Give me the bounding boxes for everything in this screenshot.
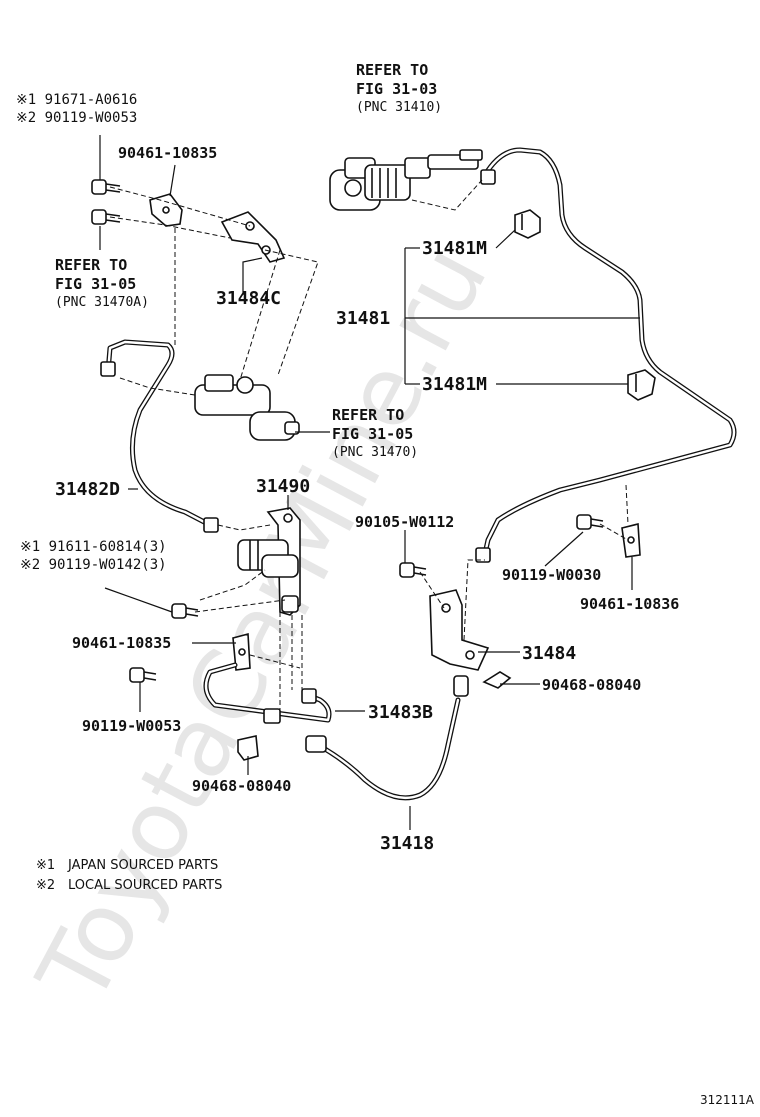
bolt-mid-lower: [129, 667, 157, 683]
hose-31418: [305, 675, 469, 801]
ref-31-05a-line3: (PNC 31470A): [55, 295, 149, 310]
label-31483b: 31483B: [368, 702, 433, 723]
bolt-top-1: [91, 179, 121, 195]
leader-lines: [99, 135, 640, 830]
label-90119-w0030: 90119-W0030: [502, 566, 601, 584]
label-90468-08040-left: 90468-08040: [192, 777, 291, 795]
label-91611-60814: ※1 91611-60814(3): [20, 539, 167, 555]
ref-31-05-line3: (PNC 31470): [332, 445, 418, 460]
label-31484c: 31484C: [216, 288, 281, 309]
bolt-90119-w0030: [576, 514, 604, 530]
label-90119-w0053-mid: 90119-W0053: [82, 717, 181, 735]
ref-31-05-line1: REFER TO: [332, 406, 404, 424]
label-91671-a0616: ※1 91671-A0616: [16, 92, 137, 108]
label-90461-10835-mid: 90461-10835: [72, 634, 171, 652]
label-90119-w0053-top: ※2 90119-W0053: [16, 110, 137, 126]
label-90105-w0112: 90105-W0112: [355, 513, 454, 531]
label-31481m-top: 31481M: [422, 238, 487, 259]
clip-90468-08040-left: [237, 735, 259, 761]
valve-block: [237, 539, 299, 578]
ref-31-05a-line1: REFER TO: [55, 256, 127, 274]
label-31484: 31484: [522, 643, 576, 664]
label-90468-08040-right: 90468-08040: [542, 676, 641, 694]
clamp-90461-10835-top: [149, 193, 183, 227]
clip-90468-08040-right: [482, 671, 512, 689]
clip-31481m-top: [514, 209, 541, 239]
ref-31-03-line2: FIG 31-03: [356, 80, 437, 98]
bolt-top-2: [91, 209, 121, 225]
legend-note2-mark: ※2: [36, 878, 55, 893]
legend: ※1 JAPAN SOURCED PARTS ※2 LOCAL SOURCED …: [36, 858, 222, 893]
ref-31-03-line3: (PNC 31410): [356, 100, 442, 115]
clamp-90461-10836: [621, 522, 641, 558]
label-90461-10835-top: 90461-10835: [118, 144, 217, 162]
label-90119-w0142: ※2 90119-W0142(3): [20, 557, 167, 573]
ref-31-05a-line2: FIG 31-05: [55, 275, 136, 293]
bracket-31484: [429, 589, 490, 671]
bolt-90105-w0112: [399, 562, 427, 578]
ref-31-03-line1: REFER TO: [356, 61, 428, 79]
legend-note2-text: LOCAL SOURCED PARTS: [68, 878, 222, 893]
label-31418: 31418: [380, 833, 434, 854]
label-31481m-bottom: 31481M: [422, 374, 487, 395]
legend-note1-text: JAPAN SOURCED PARTS: [67, 858, 218, 873]
label-90461-10836: 90461-10836: [580, 595, 679, 613]
label-31482d: 31482D: [55, 479, 120, 500]
legend-note1-mark: ※1: [36, 858, 55, 873]
bracket-31484c: [220, 211, 286, 263]
pipe-31482d: [100, 339, 219, 533]
clamp-90461-10835-mid: [232, 632, 251, 671]
bolt-mid-left: [171, 603, 199, 619]
master-cylinder-assembly: [329, 149, 483, 211]
dashed-assembly-lines: [109, 179, 629, 710]
clip-31481m-bottom: [627, 369, 656, 401]
pipe-31481: [475, 147, 737, 563]
pipe-31483b: [203, 662, 332, 724]
label-31490: 31490: [256, 476, 310, 497]
ref-31-05-line2: FIG 31-05: [332, 425, 413, 443]
label-31481: 31481: [336, 308, 390, 329]
figure-code: 312111A: [700, 1093, 755, 1107]
slave-cylinder: [194, 374, 300, 441]
